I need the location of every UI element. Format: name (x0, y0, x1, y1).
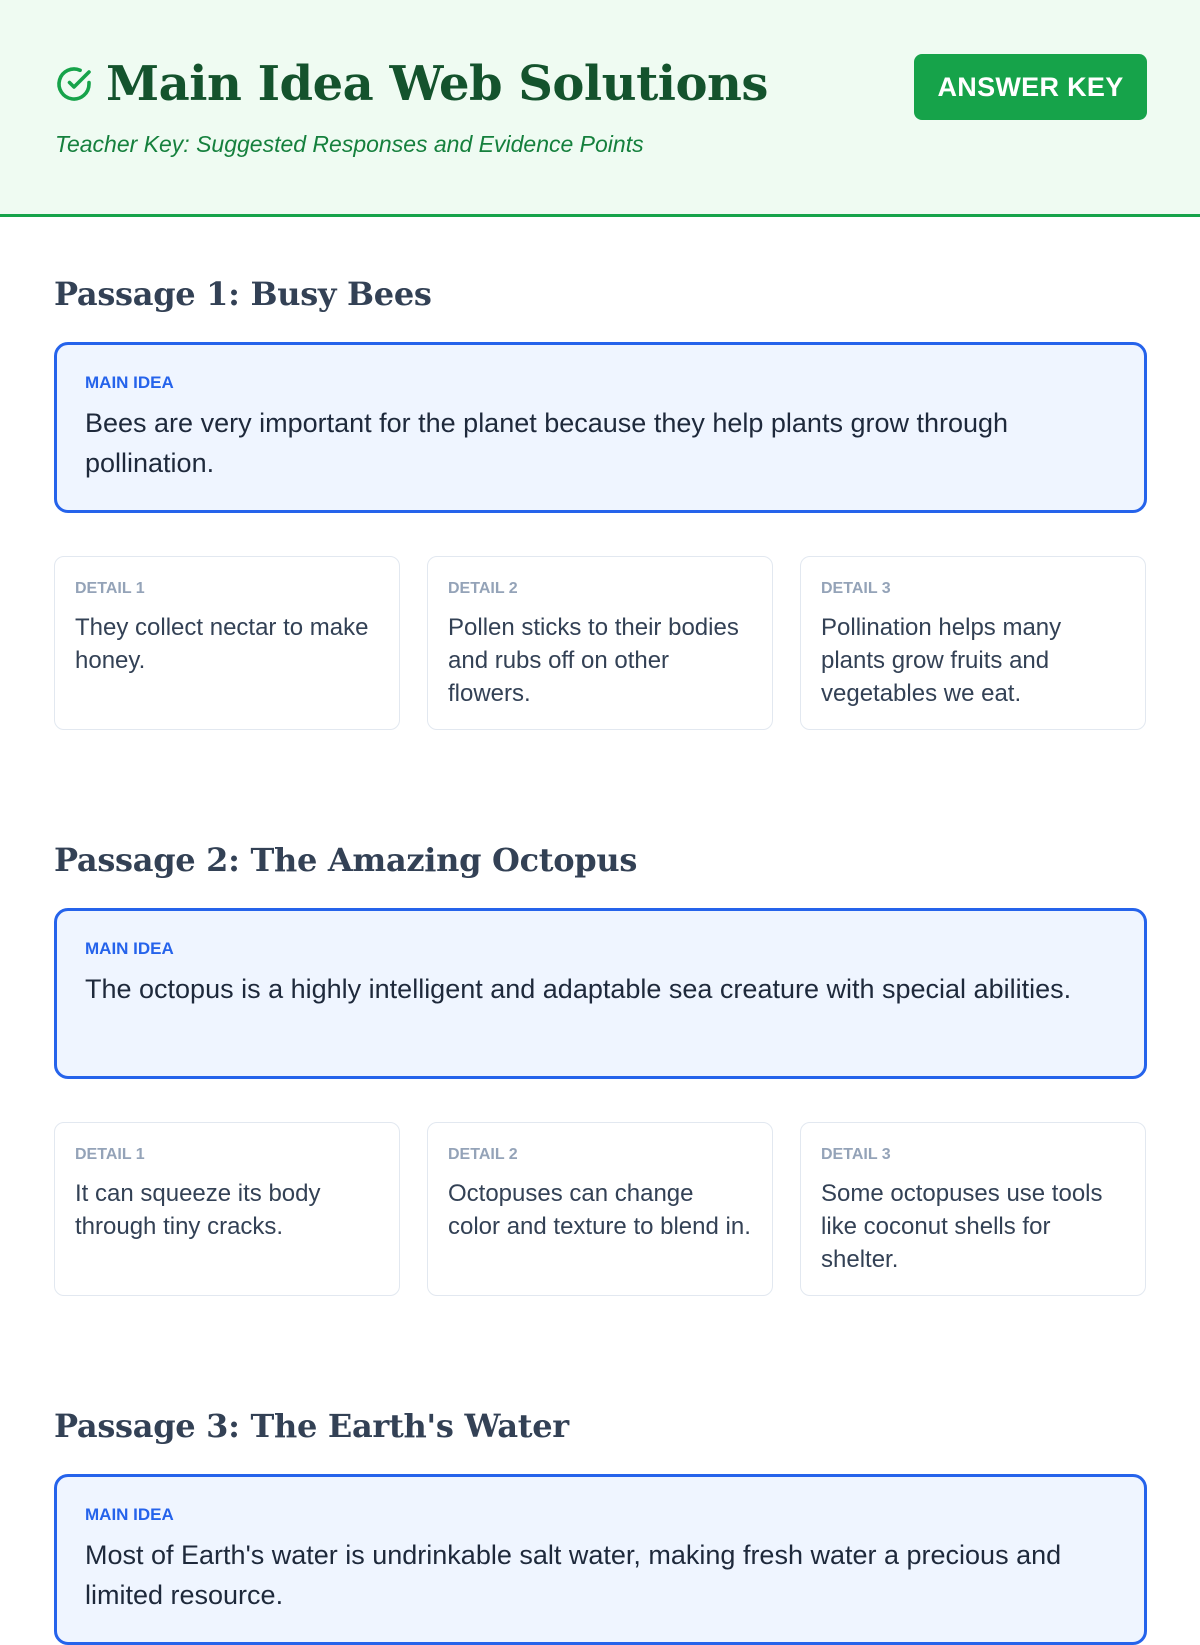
details-row: DETAIL 1 They collect nectar to make hon… (54, 556, 1147, 730)
detail-text: Pollen sticks to their bodies and rubs o… (448, 614, 739, 707)
detail-label: DETAIL 2 (448, 580, 518, 597)
main-idea-label: MAIN IDEA (85, 939, 174, 958)
main-idea-text: The octopus is a highly intelligent and … (85, 974, 1072, 1004)
detail-card: DETAIL 1 It can squeeze its body through… (54, 1122, 400, 1296)
page-header: Main Idea Web Solutions Teacher Key: Sug… (0, 0, 1200, 217)
detail-label: DETAIL 3 (821, 580, 891, 597)
title-row: Main Idea Web Solutions (54, 52, 768, 116)
answer-key-badge[interactable]: ANSWER KEY (914, 54, 1147, 120)
details-row: DETAIL 1 It can squeeze its body through… (54, 1122, 1147, 1296)
page-title: Main Idea Web Solutions (106, 56, 768, 112)
passage-title: Passage 3: The Earth's Water (54, 1407, 569, 1445)
detail-card: DETAIL 2 Octopuses can change color and … (427, 1122, 773, 1296)
main-idea-box: MAIN IDEA Most of Earth's water is undri… (54, 1474, 1147, 1645)
main-idea-text: Bees are very important for the planet b… (85, 408, 1009, 478)
main-idea-box: MAIN IDEA Bees are very important for th… (54, 342, 1147, 513)
passage-section: Passage 1: Busy Bees MAIN IDEA Bees are … (54, 274, 1147, 730)
detail-text: They collect nectar to make honey. (75, 614, 369, 674)
check-circle-icon (54, 64, 94, 104)
detail-card: DETAIL 3 Some octopuses use tools like c… (800, 1122, 1146, 1296)
passage-section: Passage 3: The Earth's Water MAIN IDEA M… (54, 1406, 1147, 1645)
passage-title: Passage 1: Busy Bees (54, 275, 432, 313)
main-idea-box: MAIN IDEA The octopus is a highly intell… (54, 908, 1147, 1079)
detail-text: Some octopuses use tools like coconut sh… (821, 1180, 1103, 1273)
main-idea-text: Most of Earth's water is undrinkable sal… (85, 1540, 1062, 1610)
passage-section: Passage 2: The Amazing Octopus MAIN IDEA… (54, 840, 1147, 1296)
detail-label: DETAIL 1 (75, 580, 145, 597)
detail-label: DETAIL 1 (75, 1146, 145, 1163)
main-idea-label: MAIN IDEA (85, 373, 174, 392)
detail-label: DETAIL 3 (821, 1146, 891, 1163)
detail-label: DETAIL 2 (448, 1146, 518, 1163)
main-idea-label: MAIN IDEA (85, 1505, 174, 1524)
page-subtitle: Teacher Key: Suggested Responses and Evi… (55, 131, 644, 157)
detail-card: DETAIL 2 Pollen sticks to their bodies a… (427, 556, 773, 730)
detail-text: Pollination helps many plants grow fruit… (821, 614, 1062, 707)
detail-card: DETAIL 3 Pollination helps many plants g… (800, 556, 1146, 730)
detail-text: Octopuses can change color and texture t… (448, 1180, 751, 1240)
detail-text: It can squeeze its body through tiny cra… (75, 1180, 321, 1240)
detail-card: DETAIL 1 They collect nectar to make hon… (54, 556, 400, 730)
passage-title: Passage 2: The Amazing Octopus (54, 841, 638, 879)
